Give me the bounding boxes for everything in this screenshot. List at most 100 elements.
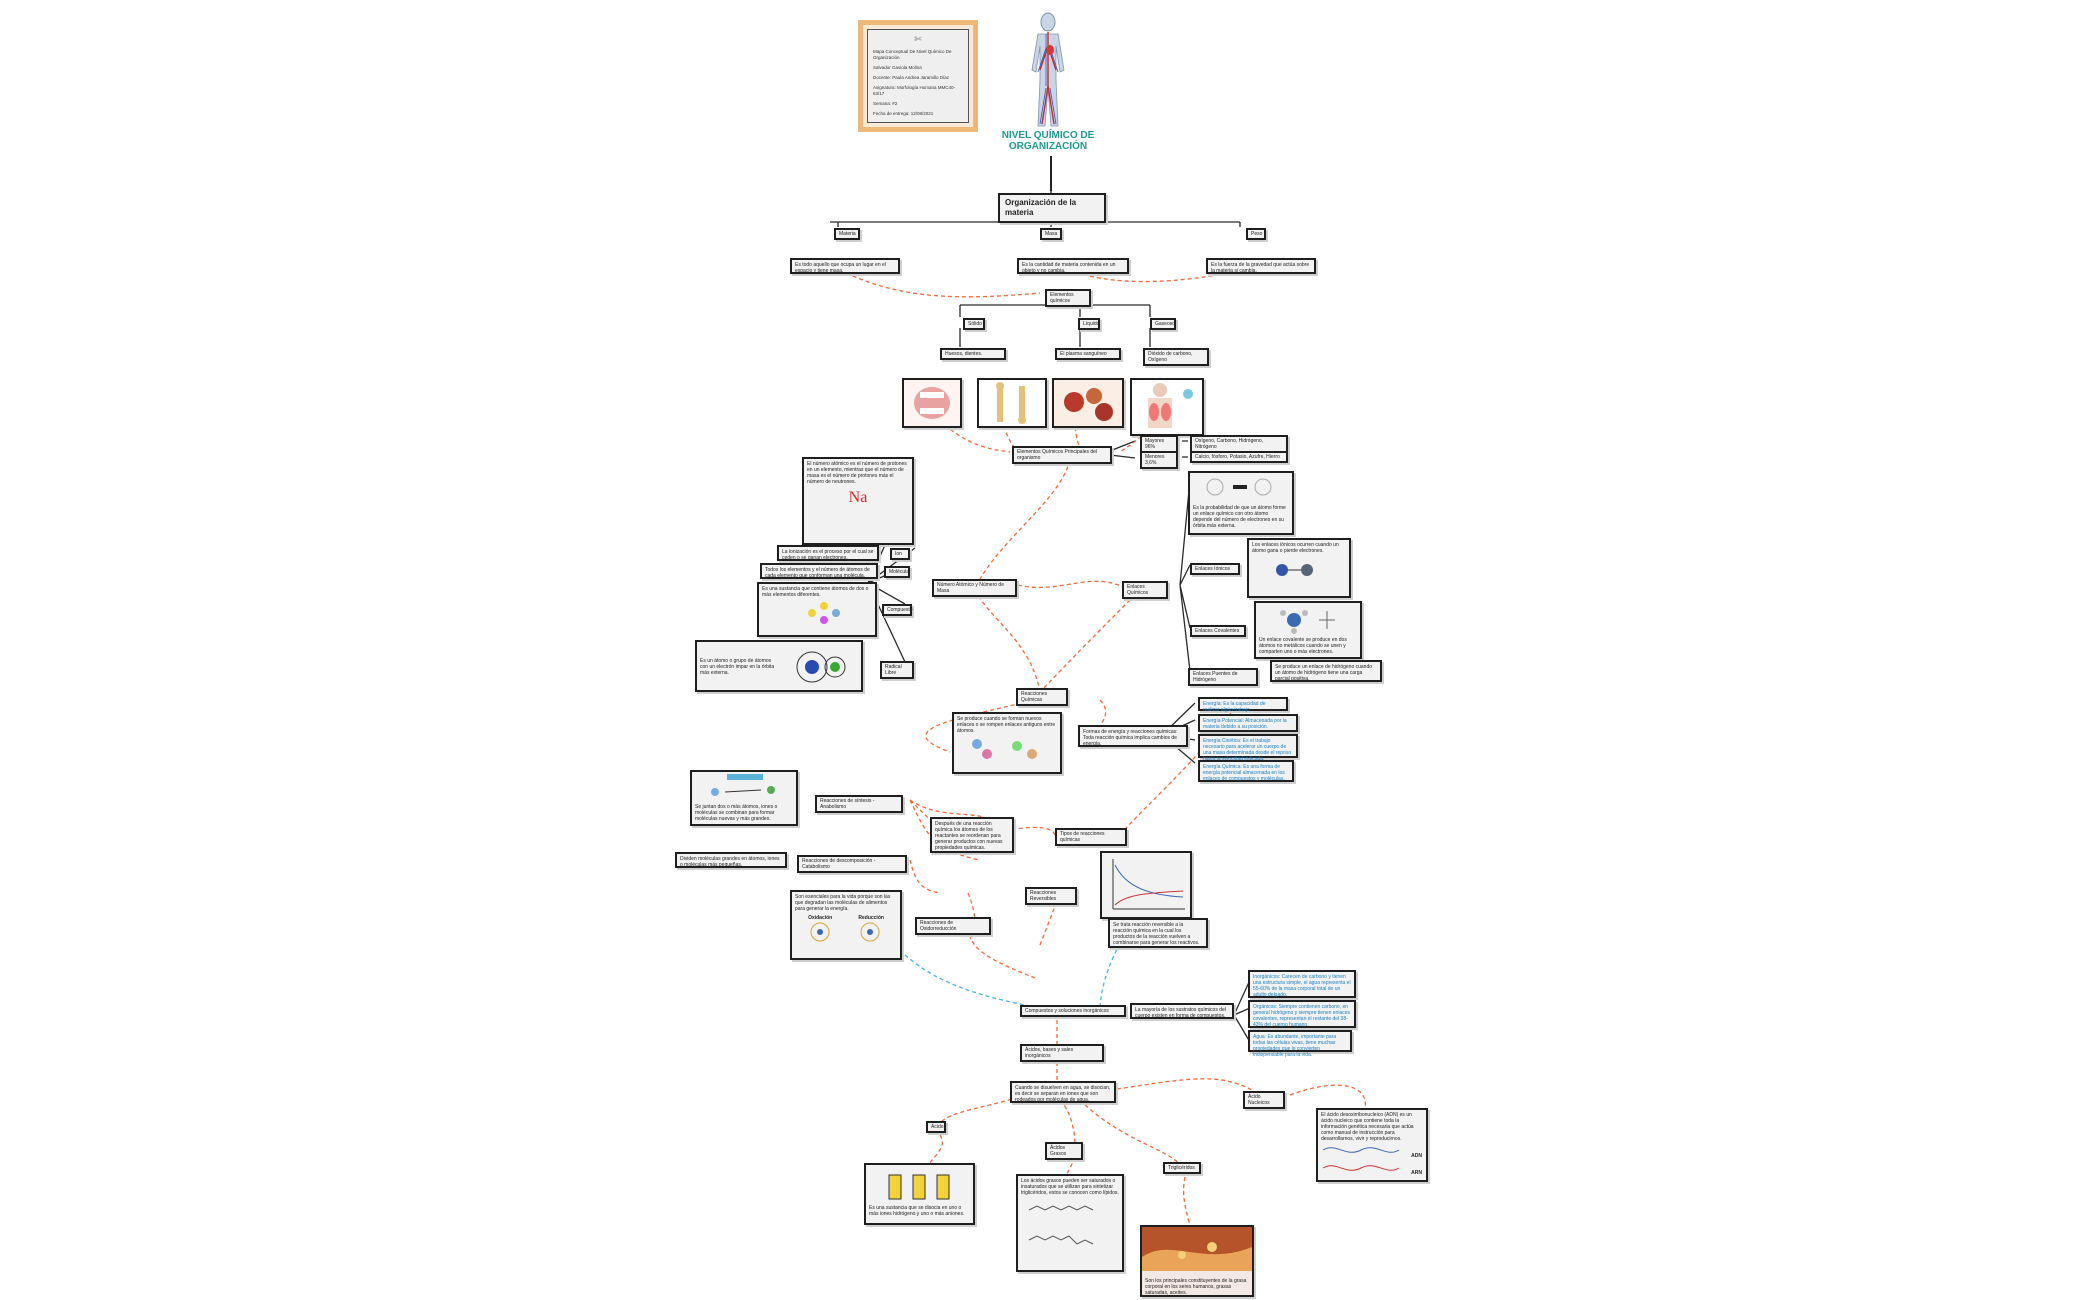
note-line-student: Salvador Gaviola Molina bbox=[873, 65, 922, 70]
node-liquido[interactable]: Líquido bbox=[1078, 318, 1100, 330]
note-line-course: Asignatura: Morfología Humana MMC40-63/1… bbox=[873, 85, 956, 96]
reacc-def-text: Se produce cuando se forman nuevos enlac… bbox=[957, 716, 1056, 734]
node-reversible[interactable]: Reacciones Reversibles bbox=[1025, 887, 1077, 905]
node-elementos[interactable]: Elementos químicos bbox=[1045, 289, 1091, 307]
node-plasma[interactable]: El plasma sanguíneo bbox=[1055, 348, 1121, 360]
node-energia2[interactable]: Energía Potencial: Almacenada por la mat… bbox=[1198, 714, 1298, 732]
acido-def-text: Es una sustancia que se disocia en uno o… bbox=[869, 1205, 965, 1217]
node-despues[interactable]: Después de una reacción química los átom… bbox=[930, 817, 1014, 853]
node-acido[interactable]: Ácido bbox=[926, 1121, 946, 1133]
node-peso-def[interactable]: Es la fuerza de la gravedad que actúa so… bbox=[1206, 258, 1316, 274]
node-oxido-def[interactable]: Son esenciales para la vida porque son l… bbox=[790, 890, 902, 960]
reduction-label: Reducción bbox=[858, 915, 884, 921]
plasma-image bbox=[1052, 378, 1124, 428]
node-molecula-def[interactable]: Todos los elementos y el número de átomo… bbox=[760, 563, 878, 579]
oxidation-label: Oxidación bbox=[808, 915, 833, 921]
node-energia-def[interactable]: Formas de energía y reacciones químicas:… bbox=[1078, 725, 1188, 747]
atom-illustration bbox=[796, 651, 846, 683]
node-compuesto-def[interactable]: Es una sustancia que contiene átomos de … bbox=[757, 582, 877, 637]
node-trig-def[interactable]: Son los principales constituyentes de la… bbox=[1140, 1225, 1254, 1297]
dna-illustration bbox=[1322, 1147, 1400, 1171]
numero-atomico-text: El número atómico es el número de proton… bbox=[807, 461, 907, 485]
note-line-teacher: Docente: Paula Andrea Jaramillo Díaz bbox=[873, 75, 950, 80]
node-radical-def[interactable]: Es un átomo o grupo de átomos con un ele… bbox=[695, 640, 863, 692]
bond-illustration bbox=[1206, 478, 1272, 496]
node-ionicos-def[interactable]: Los enlaces iónicos ocurren cuando un át… bbox=[1247, 538, 1351, 598]
map-title: NIVEL QUÍMICO DE ORGANIZACIÓN bbox=[1001, 130, 1095, 152]
node-adn-def[interactable]: El ácido desoxirribonucleico (ADN) es un… bbox=[1316, 1108, 1428, 1182]
node-gaseoso[interactable]: Gaseoso bbox=[1150, 318, 1176, 330]
bones-image bbox=[977, 378, 1047, 428]
node-descomp[interactable]: Reacciones de descomposición - Catabolis… bbox=[797, 855, 907, 873]
node-inorg1[interactable]: Inorgánicos: Carecen de carbono y tienen… bbox=[1248, 970, 1356, 998]
node-acido-def[interactable]: Es una sustancia que se disocia en uno o… bbox=[864, 1163, 975, 1225]
node-compuesto[interactable]: Compuesto bbox=[882, 604, 913, 616]
node-sintesis-def[interactable]: Se juntan dos o más átomos, iones o molé… bbox=[690, 770, 798, 826]
node-compuestos[interactable]: Compuestos y soluciones inorgánicos bbox=[1020, 1005, 1126, 1017]
node-descomp-def[interactable]: Dividen moléculas grandes en átomos, ion… bbox=[675, 852, 787, 868]
node-principales[interactable]: Elementos Químicos Principales del organ… bbox=[1012, 446, 1112, 464]
node-reversible-def[interactable]: Se trata reacción reversible a la reacci… bbox=[1108, 918, 1208, 948]
reaction-illustration bbox=[972, 739, 1037, 759]
node-enlaces[interactable]: Enlaces Químicos bbox=[1122, 581, 1168, 599]
covalent-bond-illustration bbox=[1280, 610, 1335, 634]
node-menores-list[interactable]: Calcio, fósforo, Potasio, Azufre, Hierro bbox=[1190, 451, 1288, 463]
node-enlace-def[interactable]: Es la probabilidad de que un átomo forme… bbox=[1188, 471, 1294, 535]
note-line-week: Semana: #2 bbox=[873, 101, 898, 106]
node-num-masa[interactable]: Número Atómico y Número de Masa bbox=[932, 579, 1017, 597]
node-inorg2[interactable]: Orgánicos: Siempre contienen carbono, en… bbox=[1248, 1000, 1356, 1028]
node-tipos[interactable]: Tipos de reacciones químicas bbox=[1055, 828, 1127, 846]
node-ionicos[interactable]: Enlaces Iónicos bbox=[1190, 563, 1240, 575]
node-masa[interactable]: Masa bbox=[1040, 228, 1062, 240]
author-info-panel: ✄ Mapa Conceptual De Nivel Químico De Or… bbox=[867, 29, 969, 123]
node-inorg3[interactable]: Agua: Es abundante, importante para toda… bbox=[1248, 1030, 1352, 1058]
node-molecula[interactable]: Molécula bbox=[884, 566, 910, 578]
node-disuelven[interactable]: Cuando se disuelven en agua, se disocian… bbox=[1010, 1081, 1116, 1103]
node-compuestos-def[interactable]: La mayoría de los sustratos químicos del… bbox=[1130, 1003, 1234, 1019]
node-covalentes[interactable]: Enlaces Covalentes bbox=[1190, 625, 1246, 637]
node-numero-atomico[interactable]: El número atómico es el número de proton… bbox=[802, 457, 914, 545]
adn-label: ADN bbox=[1411, 1153, 1422, 1159]
adn-def-text: El ácido desoxirribonucleico (ADN) es un… bbox=[1321, 1112, 1414, 1142]
sodium-symbol: Na bbox=[848, 489, 868, 506]
node-organizacion[interactable]: Organización de la materia bbox=[998, 193, 1106, 223]
node-grasos-def[interactable]: Los ácidos grasos pueden ser saturados o… bbox=[1016, 1174, 1124, 1272]
note-line-subject: Mapa Conceptual De Nivel Químico De Orga… bbox=[873, 49, 952, 60]
node-sintesis[interactable]: Reacciones de síntesis - Anabolismo bbox=[815, 795, 903, 813]
fatty-acid-illustration bbox=[1028, 1205, 1094, 1245]
enlace-def-text: Es la probabilidad de que un átomo forme… bbox=[1193, 505, 1286, 529]
node-energia3[interactable]: Energía Cinética: Es el trabajo necesari… bbox=[1198, 734, 1298, 762]
node-solido[interactable]: Sólido bbox=[963, 318, 985, 330]
redox-illustration bbox=[810, 922, 880, 942]
lungs-image bbox=[1130, 378, 1204, 436]
node-huesos[interactable]: Huesos, dientes. bbox=[940, 348, 1006, 360]
node-masa-def[interactable]: Es la cantidad de materia contenida en u… bbox=[1017, 258, 1129, 274]
node-peso[interactable]: Peso bbox=[1246, 228, 1266, 240]
author-info-note: ✄ Mapa Conceptual De Nivel Químico De Or… bbox=[858, 20, 978, 132]
node-ion[interactable]: Ion bbox=[890, 548, 910, 560]
node-ion-def[interactable]: La ionización es el proceso por el cual … bbox=[777, 545, 879, 561]
node-reacc-def[interactable]: Se produce cuando se forman nuevos enlac… bbox=[952, 712, 1062, 774]
node-materia-def[interactable]: Es todo aquello que ocupa un lugar en el… bbox=[790, 258, 900, 274]
node-grasos[interactable]: Ácidos Grasos bbox=[1045, 1142, 1083, 1160]
node-menores[interactable]: Menores 3,6% bbox=[1140, 451, 1178, 469]
node-dioxido[interactable]: Dióxido de carbono, Oxígeno bbox=[1143, 348, 1209, 366]
node-radical[interactable]: Radical Libre bbox=[880, 661, 914, 679]
ionicos-def-text: Los enlaces iónicos ocurren cuando un át… bbox=[1252, 542, 1339, 554]
node-puentes-def[interactable]: Se produce un enlace de hidrógeno cuando… bbox=[1270, 660, 1382, 682]
node-energia1[interactable]: Energía: Es la capacidad de realizar alg… bbox=[1198, 697, 1288, 713]
human-body-illustration bbox=[1031, 12, 1065, 127]
node-puentes[interactable]: Enlaces Puentes de Hidrógeno bbox=[1188, 668, 1258, 686]
node-covalentes-def[interactable]: Un enlace covalente se produce en dos át… bbox=[1254, 601, 1362, 659]
node-materia[interactable]: Materia bbox=[834, 228, 860, 240]
node-reversible-graph[interactable] bbox=[1100, 851, 1192, 919]
node-acidos-bases[interactable]: Ácidos, bases y sales inorgánicos bbox=[1020, 1044, 1104, 1062]
node-energia4[interactable]: Energía Química: Es una forma de energía… bbox=[1198, 760, 1294, 782]
node-nucleicos[interactable]: Ácido Nucleicos bbox=[1243, 1091, 1285, 1109]
node-reacciones[interactable]: Reacciones Químicas bbox=[1016, 688, 1068, 706]
reaction-rate-chart bbox=[1112, 859, 1185, 910]
covalentes-def-text: Un enlace covalente se produce en dos át… bbox=[1259, 637, 1347, 655]
node-oxido[interactable]: Reacciones de Oxidorreducción bbox=[915, 917, 991, 935]
node-trigliceridos[interactable]: Triglicéridos bbox=[1163, 1162, 1201, 1174]
